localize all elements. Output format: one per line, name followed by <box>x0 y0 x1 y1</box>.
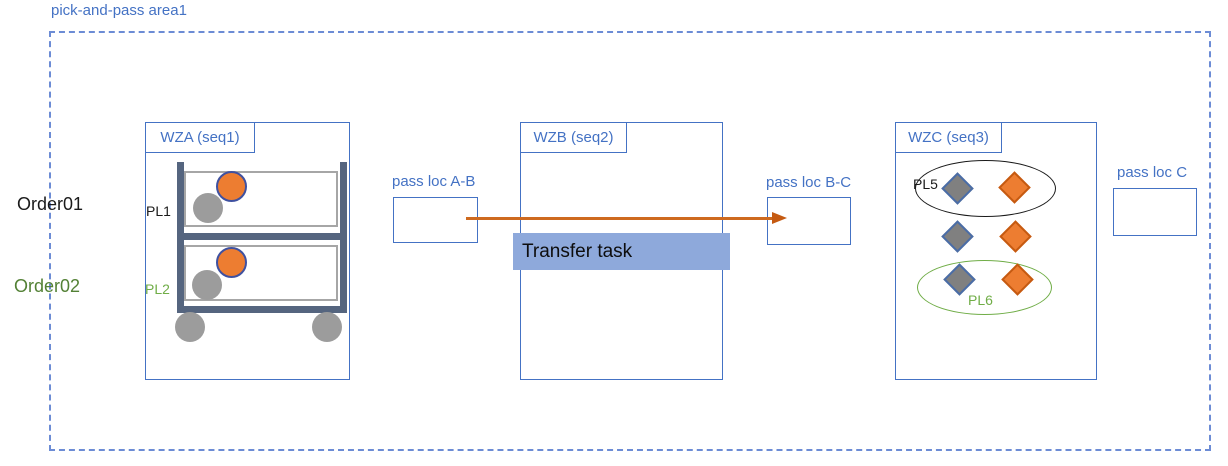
pl5-label: PL5 <box>913 176 938 192</box>
transfer-arrow-line <box>466 217 773 220</box>
pass-loc-c-box <box>1113 188 1197 236</box>
transfer-arrow-head <box>772 212 787 224</box>
item-gray-circle-pl2 <box>192 270 222 300</box>
shelf-middle-bar <box>177 233 347 240</box>
pl6-ring <box>917 260 1052 315</box>
order01-label: Order01 <box>17 194 84 214</box>
pl6-label: PL6 <box>968 292 993 308</box>
pass-loc-bc-label: pass loc B-C <box>766 174 852 191</box>
transfer-task-callout: Transfer task <box>513 233 730 270</box>
work-zone-wzc-label: WZC (seq3) <box>895 122 1002 153</box>
shelf-bottom-bar <box>177 306 347 313</box>
item-orange-circle-pl2 <box>216 247 247 278</box>
pick-and-pass-area-boundary <box>49 31 1211 451</box>
pl5-ring <box>915 160 1056 217</box>
work-zone-wza-label: WZA (seq1) <box>145 122 255 153</box>
cart-wheel-left <box>175 312 205 342</box>
area-title: pick-and-pass area1 <box>51 2 187 19</box>
pl2-label: PL2 <box>145 281 170 297</box>
order02-label: Order02 <box>14 276 81 296</box>
cart-wheel-right <box>312 312 342 342</box>
work-zone-wzb-label: WZB (seq2) <box>520 122 627 153</box>
pl1-label: PL1 <box>146 203 171 219</box>
pass-loc-ab-label: pass loc A-B <box>392 173 476 190</box>
pass-loc-ab-box <box>393 197 478 243</box>
item-orange-circle-pl1 <box>216 171 247 202</box>
pass-loc-bc-box <box>767 197 851 245</box>
pass-loc-c-label: pass loc C <box>1117 164 1188 181</box>
item-gray-circle-pl1 <box>193 193 223 223</box>
